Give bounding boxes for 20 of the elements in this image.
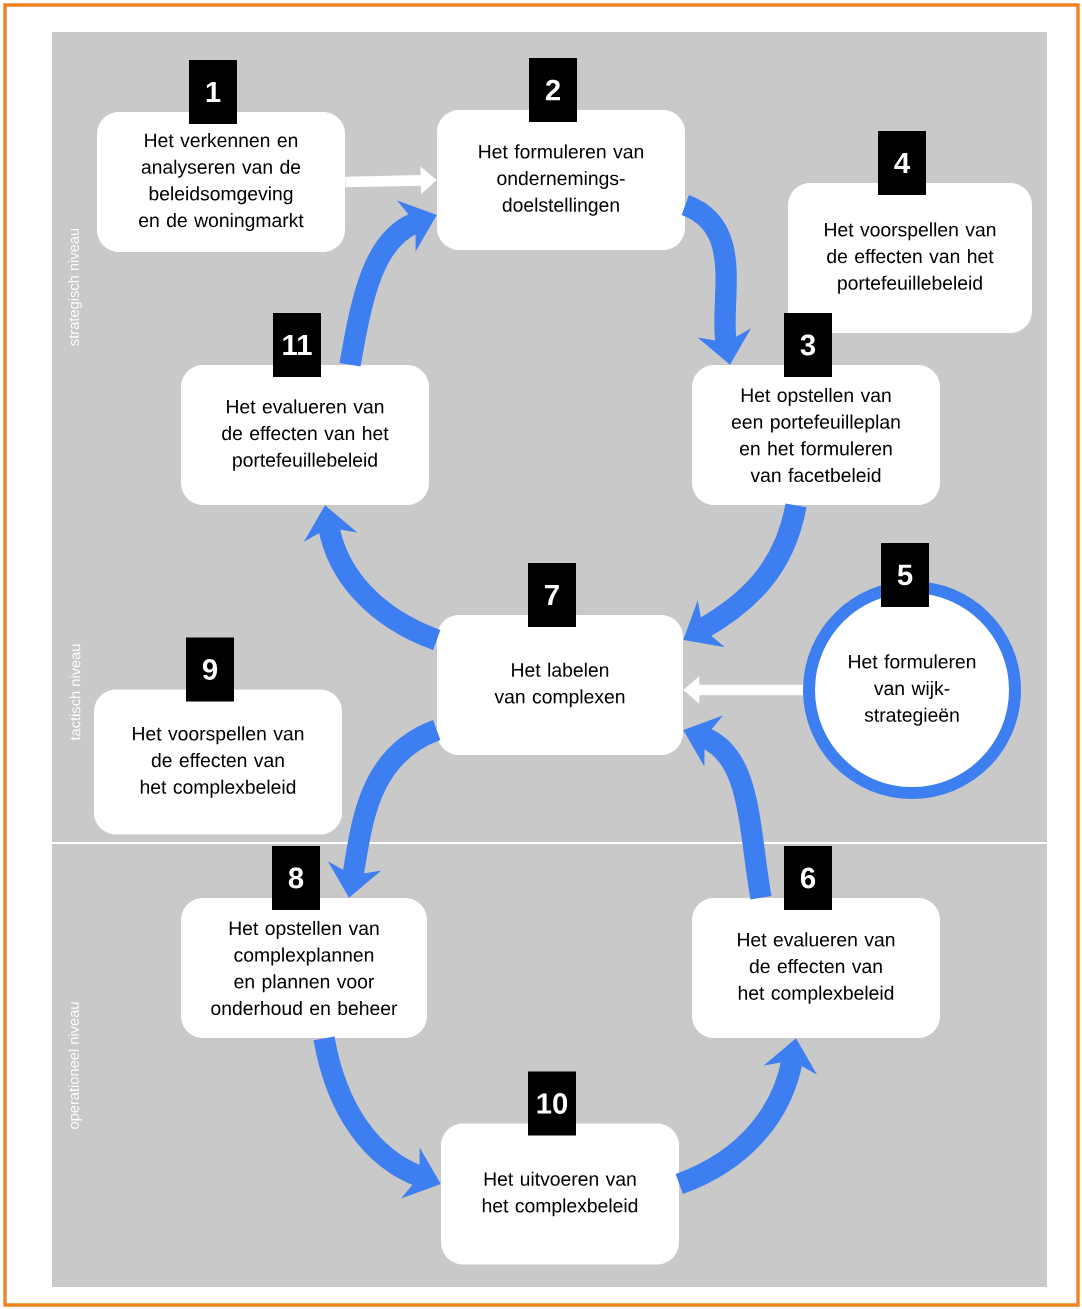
number-badge: 4 xyxy=(878,131,926,195)
number-badge: 2 xyxy=(529,58,577,122)
step-box: Het evalueren van de effecten van het portefeuillebeleid xyxy=(181,365,429,505)
number-badge: 10 xyxy=(528,1071,576,1136)
number-badge: 11 xyxy=(273,313,321,377)
step-box: Het opstellen van complexplannen en plannen voor onderhoud en beheer xyxy=(181,898,427,1038)
number-badge: 7 xyxy=(528,563,576,627)
step-box: Het uitvoeren van het complexbeleid xyxy=(441,1123,679,1265)
step-box: Het voorspellen van de effecten van het portefeuillebeleid xyxy=(788,183,1032,333)
number-badge: 8 xyxy=(272,846,320,910)
number-badge: 6 xyxy=(784,846,832,910)
number-badge: 3 xyxy=(784,313,832,377)
step-box: Het evalueren van de effecten van het complexbeleid xyxy=(692,898,940,1038)
step-box: Het voorspellen van de effecten van het complexbeleid xyxy=(94,689,342,835)
number-badge: 1 xyxy=(189,60,237,124)
step-box: Het opstellen van een portefeuilleplan en het formuleren van facetbeleid xyxy=(692,365,940,505)
step-box: Het labelen van complexen xyxy=(437,615,683,755)
step-box: Het formuleren van ondernemings-doelstellingen xyxy=(437,110,685,250)
number-badge: 9 xyxy=(186,637,234,702)
step-box: Het verkennen en analyseren van de beleidsomgeving en de woningmarkt xyxy=(97,112,345,252)
